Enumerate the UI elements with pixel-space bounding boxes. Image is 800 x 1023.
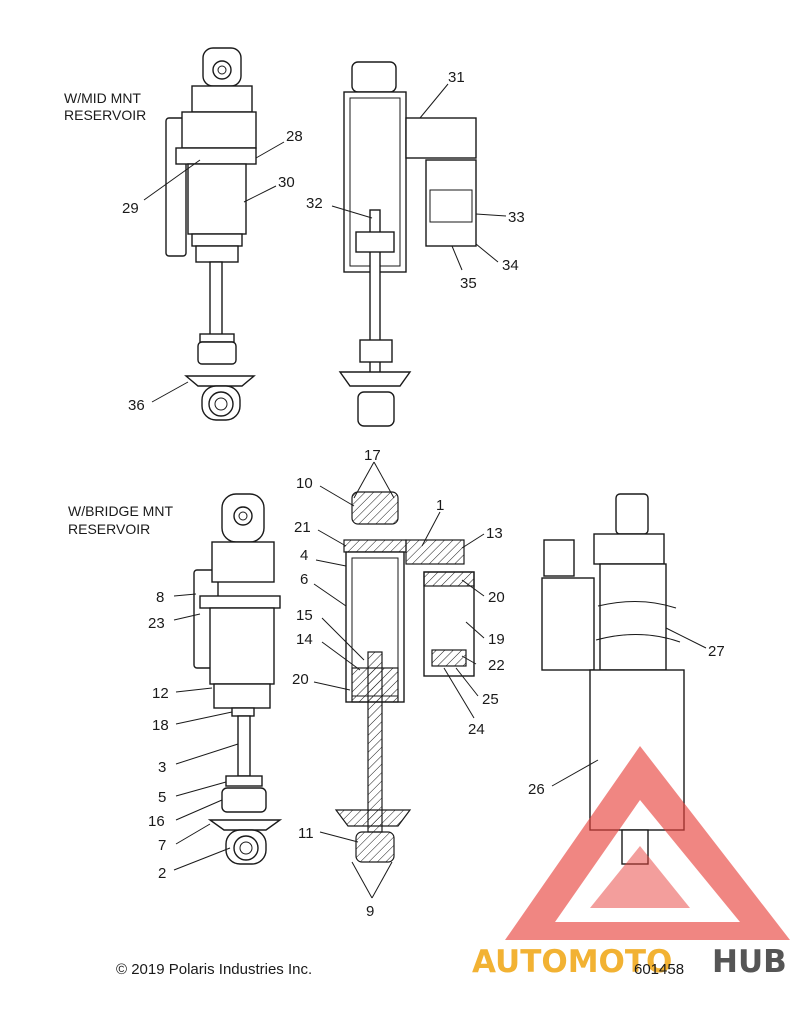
watermark-triangle-icon [505,746,790,940]
shock-bridge-mount-exterior [193,493,283,865]
callout-7: 7 [158,837,166,854]
caption-bottom-line1: W/BRIDGE MNT [68,503,173,519]
callout-22: 22 [488,657,505,674]
callout-21: 21 [294,519,311,536]
callout-16: 16 [148,813,165,830]
callout-13: 13 [486,525,503,542]
callout-14: 14 [296,631,313,648]
callout-26: 26 [528,781,545,798]
callout-24: 24 [468,721,485,738]
callout-30: 30 [278,174,295,191]
callout-1: 1 [436,497,444,514]
shock-bridge-mount-cutaway [334,491,475,863]
callout-34: 34 [502,257,519,274]
callout-3: 3 [158,759,166,776]
callout-33: 33 [508,209,525,226]
callout-2: 2 [158,865,166,882]
callout-29: 29 [122,200,139,217]
callout-31: 31 [448,69,465,86]
callout-11: 11 [298,825,314,842]
leader-lines [143,83,707,899]
callout-23: 23 [148,615,165,632]
callout-15: 15 [296,607,313,624]
watermark-text-right: HUB [712,944,787,980]
callout-20b: 20 [292,671,309,688]
watermark-logo [505,746,790,940]
callout-35: 35 [460,275,477,292]
caption-bottom-line2: RESERVOIR [68,521,150,537]
callout-25: 25 [482,691,499,708]
shock-mid-mount-cutaway [338,61,477,427]
watermark-text-left: AUTOMOTO [472,944,672,980]
copyright-text: © 2019 Polaris Industries Inc. [116,961,312,978]
shock-mid-mount-exterior [165,47,257,421]
callout-17: 17 [364,447,381,464]
callout-4: 4 [300,547,308,564]
callout-32: 32 [306,195,323,212]
callout-20a: 20 [488,589,505,606]
watermark-triangle-inner-icon [590,846,690,908]
callout-19: 19 [488,631,505,648]
callout-28: 28 [286,128,303,145]
part-number: 601458 [634,961,684,978]
callout-18: 18 [152,717,169,734]
callout-labels: 29 28 30 36 31 32 33 34 35 17 10 1 21 13… [122,69,725,920]
callout-36: 36 [128,397,145,414]
callout-6: 6 [300,571,308,588]
caption-top-line2: RESERVOIR [64,107,146,123]
callout-9: 9 [366,903,374,920]
callout-8: 8 [156,589,164,606]
callout-12: 12 [152,685,169,702]
caption-top-line1: W/MID MNT [64,90,141,106]
callout-5: 5 [158,789,166,806]
callout-10: 10 [296,475,313,492]
callout-27: 27 [708,643,725,660]
